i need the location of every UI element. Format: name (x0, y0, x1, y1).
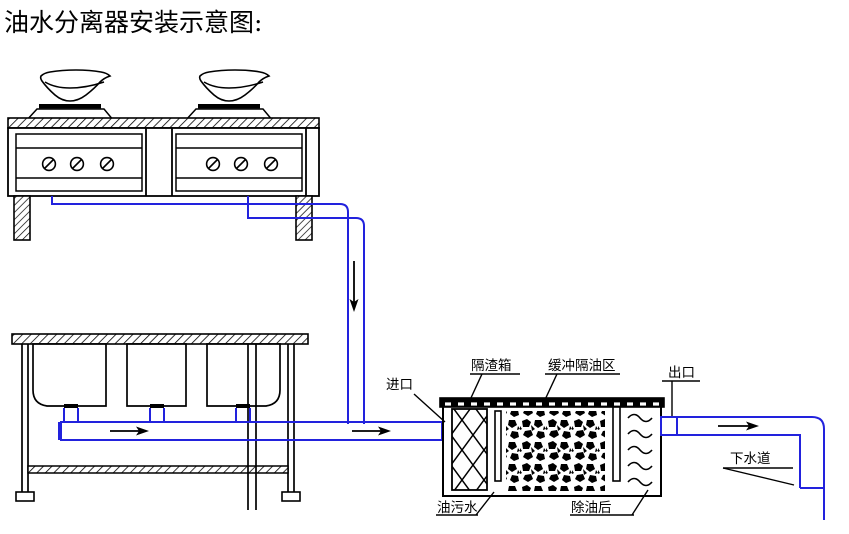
leader-after-oil (631, 489, 649, 516)
sink-branch-pipe (63, 408, 78, 423)
burner-plate-left (39, 104, 101, 109)
stove-drain-pipe-outer (247, 196, 365, 424)
separator-tank-group (439, 397, 678, 497)
leader-lines (413, 373, 795, 516)
sink-foot (281, 491, 301, 502)
wok-right (183, 69, 275, 122)
stove-countertop (7, 117, 320, 129)
stove-knobs-left[interactable] (41, 156, 115, 172)
sink-group (11, 333, 309, 510)
flow-arrow-right-2 (352, 426, 391, 436)
clean-water-waves (627, 413, 653, 487)
label-buffer-oil-zone: 缓冲隔油区 (548, 358, 616, 374)
flow-arrow-right-3 (718, 421, 759, 431)
leader-inlet (413, 393, 446, 423)
sink-countertop (11, 333, 309, 345)
label-sewer: 下水道 (730, 451, 771, 467)
stove-leg-left (13, 195, 31, 241)
sink-drain (236, 404, 250, 408)
stove-knob (205, 156, 221, 172)
sink-basin (32, 343, 107, 407)
sink-foot (15, 491, 35, 502)
sink-undershelf (27, 465, 289, 474)
leader-buffer-zone (542, 373, 558, 405)
label-oily-wastewater: 油污水 (437, 500, 478, 516)
stove-knob (263, 156, 279, 172)
leader-residue-box (469, 373, 483, 401)
burner-plate-right (198, 104, 260, 109)
flow-arrow-down (349, 261, 359, 312)
sink-drain (64, 404, 78, 408)
leader-sewer (722, 467, 795, 486)
flow-arrow-right-1 (110, 426, 149, 436)
coalescing-media-zone (506, 411, 605, 491)
leader-oily-water (475, 491, 495, 516)
sink-basin (206, 343, 281, 407)
label-after-oil-removal: 除油后 (571, 500, 612, 516)
stove-knob (69, 156, 85, 172)
sewer-pipe-outer (677, 416, 825, 520)
baffle-plate-right (612, 406, 621, 482)
baffle-plate-left (494, 410, 502, 482)
stove-drain-pipe-inner (51, 196, 349, 424)
sink-basin (126, 343, 187, 407)
tank-outlet-nozzle (660, 416, 678, 436)
stove-knobs-right[interactable] (205, 156, 279, 172)
sewer-pipe-inner (677, 434, 801, 488)
gas-stove-group (7, 69, 320, 241)
stove-knob (233, 156, 249, 172)
label-residue-box: 隔渣箱 (471, 358, 512, 374)
separator-tank-lid (439, 397, 665, 408)
label-inlet: 进口 (386, 377, 413, 393)
label-outlet: 出口 (668, 365, 695, 381)
wok-left (24, 69, 116, 122)
stove-knob (41, 156, 57, 172)
stove-knob (99, 156, 115, 172)
residue-screen-box (451, 408, 488, 491)
page-title: 油水分离器安装示意图: (4, 8, 262, 37)
sink-drain (150, 404, 164, 408)
sewer-pipe-group (677, 416, 825, 520)
